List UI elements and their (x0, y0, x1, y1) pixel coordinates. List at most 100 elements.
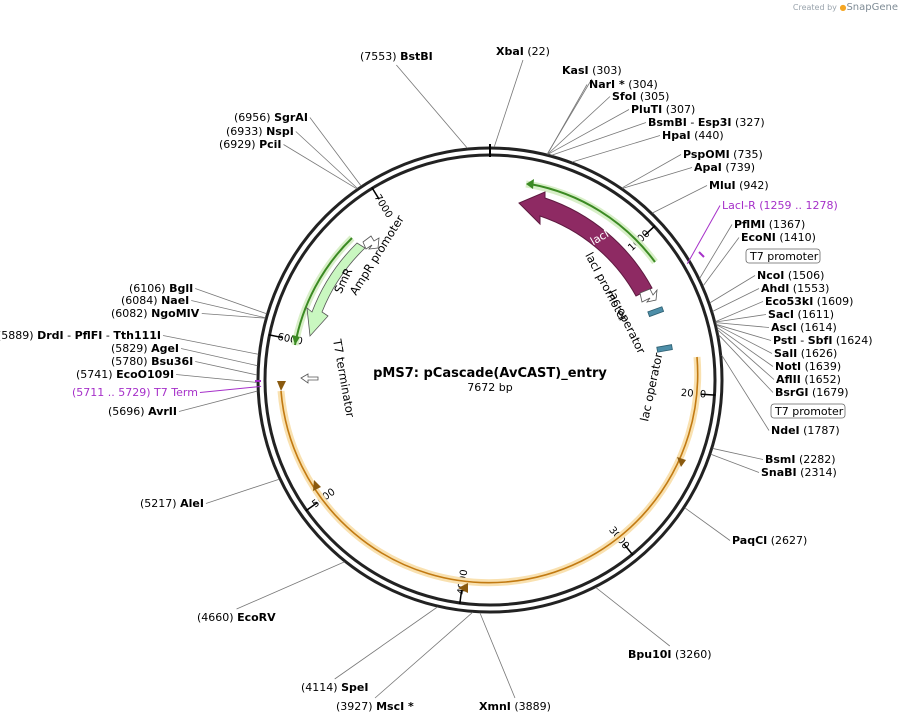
enzyme-sfoi: SfoI (305) (612, 90, 669, 103)
smR-arrow (306, 242, 366, 337)
enzyme-connector (396, 64, 468, 149)
orange-arrowhead-3 (313, 480, 321, 491)
t7-terminator-icon (300, 373, 319, 384)
enzyme-bsu36i: (5780) Bsu36I (111, 355, 193, 368)
enzyme-ecoo109i: (5741) EcoO109I (76, 368, 174, 381)
enzyme-connector (191, 300, 266, 319)
primer-lacir: LacI-R (1259 .. 1278) (722, 199, 838, 212)
enzyme-connector (180, 348, 258, 367)
enzyme-saci: SacI (1611) (768, 308, 834, 321)
plasmid-length: 7672 bp (467, 381, 512, 394)
enzyme-noti: NotI (1639) (775, 360, 841, 373)
tick-mark-3000 (623, 543, 634, 556)
tick-mark-7000 (371, 186, 380, 200)
enzyme-connector (176, 374, 258, 383)
t7-promoter-box-1: T7 promoter (745, 248, 821, 264)
enzyme-psti: PstI - SbfI (1624) (773, 334, 873, 347)
enzyme-aflii: AflII (1652) (776, 373, 841, 386)
enzyme-connector (295, 131, 358, 189)
enzyme-connector (547, 84, 588, 155)
enzyme-connector (547, 109, 630, 155)
enzyme-xbai: XbaI (22) (496, 45, 550, 58)
enzyme-connector (283, 144, 358, 190)
enzyme-connector (652, 185, 708, 214)
enzyme-connector (547, 96, 611, 155)
enzyme-connector (236, 561, 345, 610)
enzyme-msci: (3927) MscI * (336, 700, 414, 713)
lacI-green-arrowhead (526, 179, 534, 189)
enzyme-labels: XbaI (22)KasI (303)NarI * (304)SfoI (305… (0, 45, 873, 713)
smR-green-arc (294, 237, 353, 346)
enzyme-bsrgi: BsrGI (1679) (775, 386, 849, 399)
enzyme-connector (479, 612, 516, 699)
enzyme-connector (621, 154, 682, 189)
orange-feature-arc (280, 356, 699, 584)
tick-label-7000: 7000 (372, 193, 395, 220)
enzyme-connector (622, 167, 693, 189)
enzyme-connector (716, 326, 774, 367)
enzyme-mlui: MluI (942) (709, 179, 769, 192)
enzyme-bstbi: (7553) BstBI (360, 50, 433, 63)
lac-operator-1-box (647, 306, 665, 318)
enzyme-connector (195, 361, 258, 376)
enzyme-asci: AscI (1614) (771, 321, 837, 334)
enzyme-connector (595, 587, 671, 647)
enzyme-ndei: NdeI (1787) (771, 424, 840, 437)
enzyme-connector (715, 314, 767, 323)
enzyme-hpai: HpaI (440) (662, 129, 724, 142)
enzyme-connector (712, 448, 764, 460)
orange-arrowhead-4 (277, 381, 286, 391)
tick-mark-2000 (701, 393, 716, 396)
enzyme-connector (712, 288, 760, 312)
t7-terminator-label: T7 terminator (330, 337, 358, 419)
enzyme-nari: NarI * (304) (589, 78, 658, 91)
lacI-promoter-icon (639, 288, 658, 303)
primer-t7term: (5711 .. 5729) T7 Term (72, 386, 198, 399)
enzyme-connector (699, 224, 733, 279)
t7-promoter-label-1: T7 promoter (749, 250, 819, 263)
ampR-promoter-icon (362, 235, 380, 250)
snapgene-logo-icon: ● (839, 3, 847, 12)
enzyme-ngomiv: (6082) NgoMIV (111, 307, 200, 320)
enzyme-connector (493, 59, 524, 148)
enzyme-connector (374, 612, 473, 699)
enzyme-connector (551, 122, 647, 156)
enzyme-connector (718, 334, 774, 393)
lac-operator-2-label: lac operator (637, 351, 665, 422)
lac-operator-2-box (656, 344, 673, 353)
tick-mark-5000 (305, 502, 318, 512)
lacI-R-primer-mark (698, 251, 705, 258)
enzyme-connector (684, 507, 731, 541)
enzyme-connector (195, 288, 267, 315)
enzyme-connector (178, 390, 258, 412)
t7-promoter-label-2: T7 promoter (774, 405, 844, 418)
enzyme-drdi: (5889) DrdI - PflFI - Tth111I (0, 329, 161, 342)
tick-mark-6000 (268, 334, 283, 339)
enzyme-xmni: XmnI (3889) (479, 700, 551, 713)
primer-connector (686, 205, 721, 265)
enzyme-apai: ApaI (739) (694, 161, 755, 174)
enzyme-nspi: (6933) NspI (226, 125, 294, 138)
enzyme-connector (715, 301, 764, 323)
enzyme-connector (162, 335, 259, 355)
enzyme-bgli: (6106) BglI (129, 282, 193, 295)
enzyme-connector (572, 135, 661, 163)
enzyme-connector (721, 354, 770, 431)
orange-arrowhead-2 (458, 583, 468, 593)
watermark-brand: SnapGene (846, 2, 898, 13)
watermark-prefix: Created by (792, 3, 837, 12)
enzyme-sgrai: (6956) SgrAI (234, 111, 308, 124)
t7-promoter-box-2: T7 promoter (770, 403, 846, 419)
enzyme-pspomi: PspOMI (735) (683, 148, 763, 161)
tick-mark-4000 (458, 589, 463, 605)
orange-arrowhead-1 (677, 457, 686, 467)
enzyme-connector (710, 453, 760, 473)
enzyme-connector (716, 324, 773, 354)
enzyme-connector (205, 478, 280, 504)
enzyme-econi: EcoNI (1410) (741, 231, 816, 244)
smR-green-arrowhead (292, 335, 300, 345)
enzyme-connector (716, 324, 772, 341)
tick-mark-1000 (644, 225, 656, 236)
enzyme-connector (201, 313, 266, 319)
